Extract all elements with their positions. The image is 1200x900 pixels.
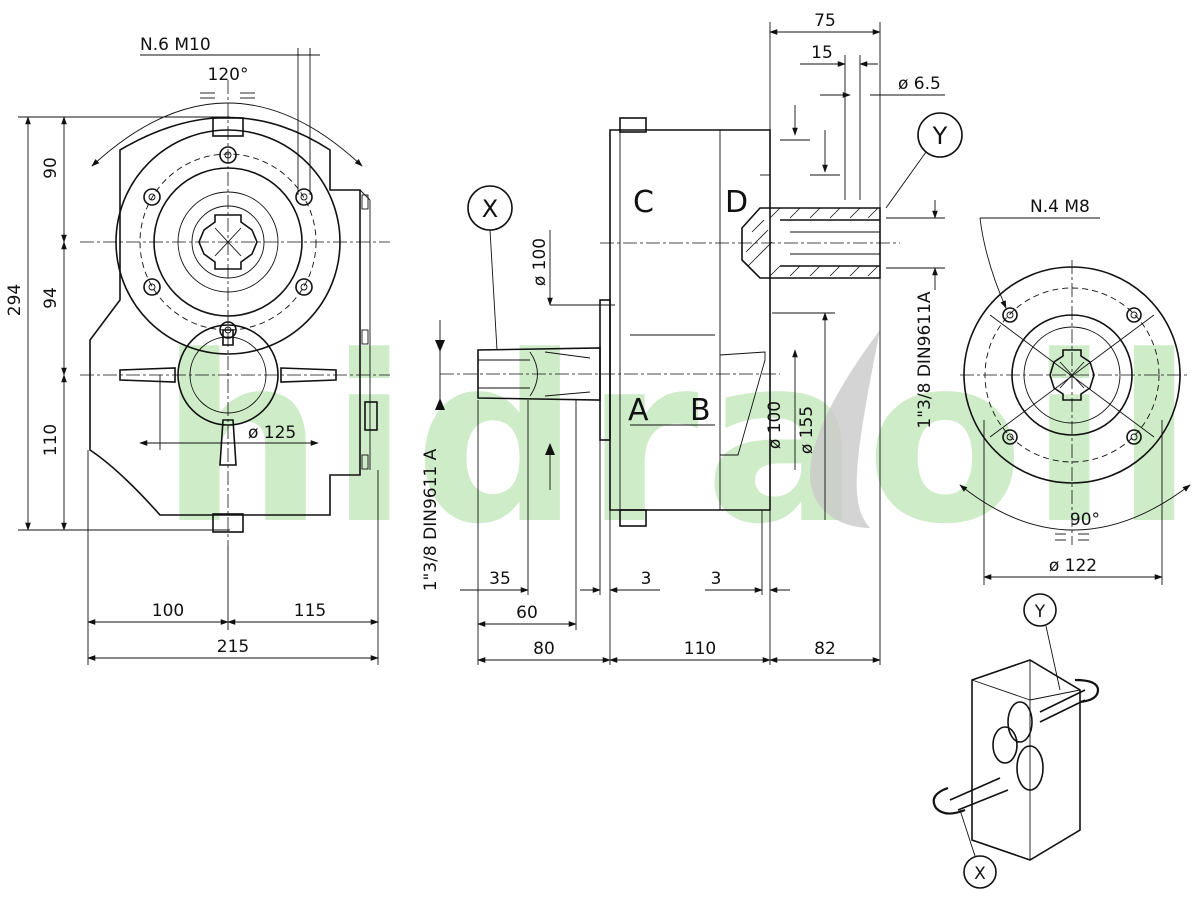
side-port-d: D — [725, 185, 748, 220]
side-dim-3b-label: 3 — [711, 569, 722, 589]
side-dim-15-label: 15 — [811, 43, 833, 63]
iso-label-y-leader — [1045, 625, 1061, 691]
side-dim-60-label: 60 — [516, 603, 538, 623]
front-side-mark — [361, 454, 369, 470]
rear-bolt-leader-arrow — [979, 217, 1007, 309]
front-spline-icon — [198, 214, 258, 270]
watermark-drop-icon — [810, 330, 880, 528]
rear-dim-dia-label: ø 122 — [1049, 556, 1097, 576]
front-dim-total-height-label: 294 — [5, 284, 25, 316]
front-bolt-callout: N.6 M10 — [140, 35, 211, 55]
front-dim-total-width-label: 215 — [217, 637, 249, 657]
iso-housing — [971, 659, 1081, 861]
iso-label-x-marker — [963, 855, 997, 889]
side-arrow — [435, 340, 445, 352]
front-dim-upper-label: 90 — [41, 157, 61, 179]
iso-label-x-leader — [959, 809, 976, 857]
side-detail-y-leader — [885, 151, 927, 209]
side-dim-80-label: 80 — [533, 639, 555, 659]
iso-gear-lower — [1016, 745, 1044, 791]
side-lower-boss — [719, 351, 766, 456]
side-dim-dia100-top-label: ø 100 — [530, 238, 550, 286]
front-side-mark — [361, 329, 369, 345]
rear-bolts — [1002, 307, 1142, 445]
side-arrow — [545, 443, 555, 455]
side-port-b: B — [690, 393, 711, 428]
side-dim-dia6-label: ø 6.5 — [898, 74, 941, 94]
front-side-mark — [361, 194, 369, 210]
rear-angle-label: 90° — [1070, 510, 1100, 530]
side-dim-dia155-label: ø 155 — [797, 406, 817, 454]
side-detail-y-marker — [917, 112, 963, 158]
front-housing — [89, 116, 361, 516]
rear-diag — [989, 314, 1155, 438]
iso-shaft-y — [1039, 689, 1086, 723]
iso-label-y-marker — [1023, 593, 1057, 627]
front-lower-lug-left — [119, 367, 176, 383]
front-dim-lower-label: 110 — [41, 424, 61, 456]
iso-rotation-x-icon — [932, 786, 966, 815]
iso-housing-edge — [971, 679, 1031, 701]
side-detail-x-label: X — [482, 195, 498, 223]
watermark: hidraoil — [160, 308, 1200, 575]
front-lower-lug-top — [222, 329, 234, 346]
rear-spline-icon — [1049, 349, 1095, 401]
side-dim-75-label: 75 — [814, 11, 836, 31]
rear-view: N.4 M8 90° ø 122 — [959, 197, 1191, 585]
side-view: C D A B X Y ø 100 1"3/8 DIN9611 A ø 155 … — [421, 11, 963, 665]
side-port-a: A — [628, 393, 649, 428]
iso-rotation-y-icon — [1074, 678, 1100, 704]
side-bottom-plug — [619, 509, 647, 527]
iso-gear-upper — [1007, 701, 1033, 743]
iso-label-y: Y — [1034, 602, 1046, 622]
side-spline-spec-x: 1"3/8 DIN9611 A — [421, 448, 441, 591]
iso-shaft-x — [949, 777, 1009, 811]
front-angle-arc — [91, 102, 363, 167]
side-dim-110-label: 110 — [684, 639, 716, 659]
front-lower-lug-bottom — [219, 419, 237, 466]
iso-label-x: X — [974, 864, 986, 884]
side-dim-82-label: 82 — [814, 639, 836, 659]
side-arrow — [435, 398, 445, 410]
rear-bolt-callout: N.4 M8 — [1030, 197, 1090, 217]
side-dim-35-label: 35 — [489, 569, 511, 589]
front-lower-lug-right — [280, 367, 337, 383]
side-top-plug — [619, 117, 647, 133]
isometric-sketch: Y X — [932, 593, 1100, 889]
watermark-text: hidraoil — [160, 308, 1200, 575]
side-detail-x-leader — [489, 229, 498, 351]
side-dim-dia100-bottom-label: ø 100 — [765, 401, 785, 449]
front-dim-left-label: 100 — [152, 601, 184, 621]
side-spline-spec-y: 1"3/8 DIN9611A — [915, 291, 935, 428]
front-angle-label: 120° — [208, 65, 249, 85]
iso-housing-edge — [1029, 689, 1081, 701]
front-view: 120° N.6 M10 294 90 94 110 ø 125 100 115… — [5, 35, 390, 665]
front-dim-flange-label: ø 125 — [248, 423, 296, 443]
side-port-c: C — [633, 185, 654, 220]
front-dim-right-label: 115 — [294, 601, 326, 621]
rear-angle-arc — [959, 484, 1191, 531]
side-detail-y-label: Y — [932, 122, 948, 150]
side-output-hatch — [745, 207, 879, 277]
side-input-shaft — [477, 347, 601, 401]
iso-gear-mid — [992, 726, 1018, 764]
side-dim-3a-label: 3 — [641, 569, 652, 589]
front-dim-middle-label: 94 — [41, 287, 61, 309]
front-side-bolt — [364, 401, 378, 431]
